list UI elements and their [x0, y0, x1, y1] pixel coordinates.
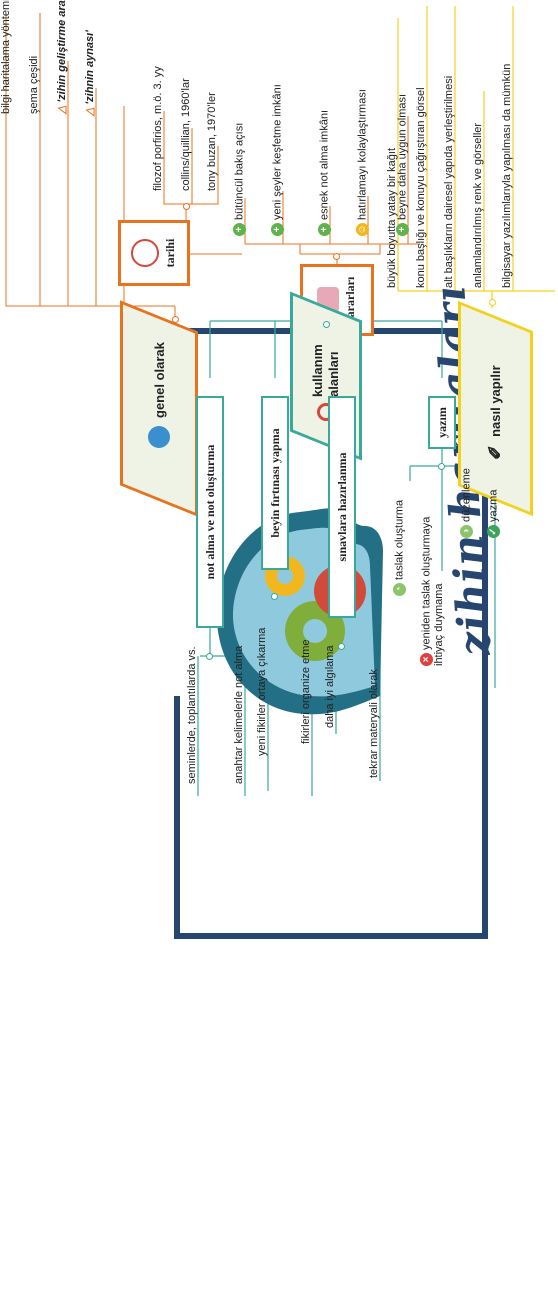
tarihi-item-2: collins/quillian, 1960'lar — [180, 78, 192, 191]
yazim-item-3: ◑ düzenleme — [460, 468, 473, 538]
yazim-item-4: ✓ yazma — [487, 490, 500, 538]
nasil-item-1: büyük boyutta yatay bir kağıt — [386, 147, 398, 288]
genel-expand-toggle[interactable] — [172, 316, 179, 323]
nasil-expand-toggle[interactable] — [489, 299, 496, 306]
tarihi-label: tarihi — [162, 238, 177, 268]
yararlari-item-4-text: hatırlamayı kolaylaştırması — [356, 89, 369, 220]
check-icon: ✓ — [487, 525, 500, 538]
kullanim-label: kullanım alanları — [310, 344, 342, 397]
genel-items-lines — [5, 13, 152, 307]
not-alma-expand-toggle[interactable] — [206, 653, 213, 660]
yazim-item-2-line2: ihtiyaç duymama — [433, 583, 446, 666]
yararlari-lines — [244, 116, 420, 264]
yazim-item-4-text: yazma — [487, 489, 500, 522]
genel-item-2: şema çeşidi — [28, 55, 40, 114]
genel-item-1: bilgi haritalama yöntemi — [0, 0, 12, 114]
progress-half-icon: ◑ — [460, 525, 473, 538]
yazim-item-1: ◔ taslak oluşturma — [393, 500, 406, 596]
kullanim-label-line2: alanları — [326, 351, 341, 397]
yazim-item-2-line1: yeniden taslak oluşturmaya — [420, 516, 433, 650]
beyin-item-1: yeni fikirler ortaya çıkarma — [256, 627, 268, 756]
warning-icon: △ — [56, 105, 68, 114]
pen-icon: ✐ — [485, 444, 505, 460]
nasil-item-3: alt başlıkların dairesel yapıda yerleşti… — [443, 75, 455, 288]
tarihi-expand-toggle[interactable] — [183, 203, 190, 210]
not-alma-item-2: anahtar kelimelerle not alma — [233, 645, 245, 784]
nasil-item-5: bilgisayar yazılımlarıyla yapılması da m… — [501, 63, 513, 288]
chat-bubble-icon — [148, 426, 170, 448]
genel-item-4: △ 'zihnin aynası' — [84, 30, 97, 116]
clock-icon — [130, 239, 159, 267]
sinav-item-2: tekrar materyali olarak — [368, 669, 380, 778]
not-alma-item-1: seminlerde, toplantılarda vs. — [186, 646, 198, 784]
yazim-expand-toggle[interactable] — [438, 463, 445, 470]
yararlari-expand-toggle[interactable] — [333, 253, 340, 260]
yazim-item-3-text: düzenleme — [460, 468, 473, 522]
beyin-firtinasi-node[interactable]: beyin fırtınası yapma — [261, 396, 289, 570]
beyin-item-2: fikirleri organize etme — [300, 639, 312, 744]
nasil-item-2: konu başlığı ve konuyu çağrıştıran görse… — [415, 87, 427, 288]
yazim-node[interactable]: yazım — [428, 396, 456, 449]
genel-item-3-text: 'zihin geliştirme aracı' — [56, 0, 68, 103]
tarihi-node[interactable]: tarihi — [118, 220, 190, 286]
not-alma-node[interactable]: not alma ve not oluşturma — [196, 396, 224, 628]
tarihi-item-1: filozof porfirios, m.ö. 3. yy — [152, 66, 164, 191]
yararlari-item-3-text: esnek not alma imkânı — [318, 109, 331, 220]
sinav-expand-toggle[interactable] — [338, 643, 345, 650]
plus-icon: + — [271, 223, 284, 236]
yazim-item-1-text: taslak oluşturma — [393, 499, 406, 580]
plus-icon: + — [318, 223, 331, 236]
beyin-expand-toggle[interactable] — [271, 593, 278, 600]
genel-item-3: △ 'zihin geliştirme aracı' — [56, 0, 69, 114]
plus-icon: + — [233, 223, 246, 236]
progress-quarter-icon: ◔ — [393, 583, 406, 596]
yararlari-item-2: + yeni şeyler keşfetme imkânı — [271, 84, 284, 236]
kullanim-label-line1: kullanım — [310, 344, 325, 397]
genel-item-4-text: 'zihnin aynası' — [84, 30, 96, 105]
genel-olarak-node[interactable]: genel olarak — [120, 300, 198, 517]
tarihi-item-3: tony buzan, 1970'ler — [206, 92, 218, 191]
genel-olarak-label: genel olarak — [151, 342, 167, 418]
yazim-lines — [409, 449, 496, 688]
not-alma-lines — [197, 628, 246, 796]
nasil-item-4: anlamlandırılmış renk ve görseller — [472, 122, 484, 288]
yararlari-item-3: + esnek not alma imkânı — [318, 110, 331, 236]
yararlari-item-4: ☺ hatırlamayı kolaylaştırması — [356, 89, 369, 236]
sinavlara-hazirlanma-node[interactable]: sınavlara hazırlanma — [328, 396, 356, 618]
nasil-yapilir-label: nasıl yapılır — [488, 365, 503, 437]
yararlari-item-1-text: bütüncül bakış açısı — [233, 122, 246, 220]
smiley-icon: ☺ — [356, 223, 369, 236]
sinav-item-1: daha iyi algılama — [324, 645, 336, 728]
warning-icon: △ — [84, 107, 96, 116]
yararlari-item-2-text: yeni şeyler keşfetme imkânı — [271, 84, 284, 220]
yararlari-item-1: + bütüncül bakış açısı — [233, 123, 246, 236]
close-icon: × — [420, 653, 433, 666]
kullanim-expand-toggle[interactable] — [323, 321, 330, 328]
